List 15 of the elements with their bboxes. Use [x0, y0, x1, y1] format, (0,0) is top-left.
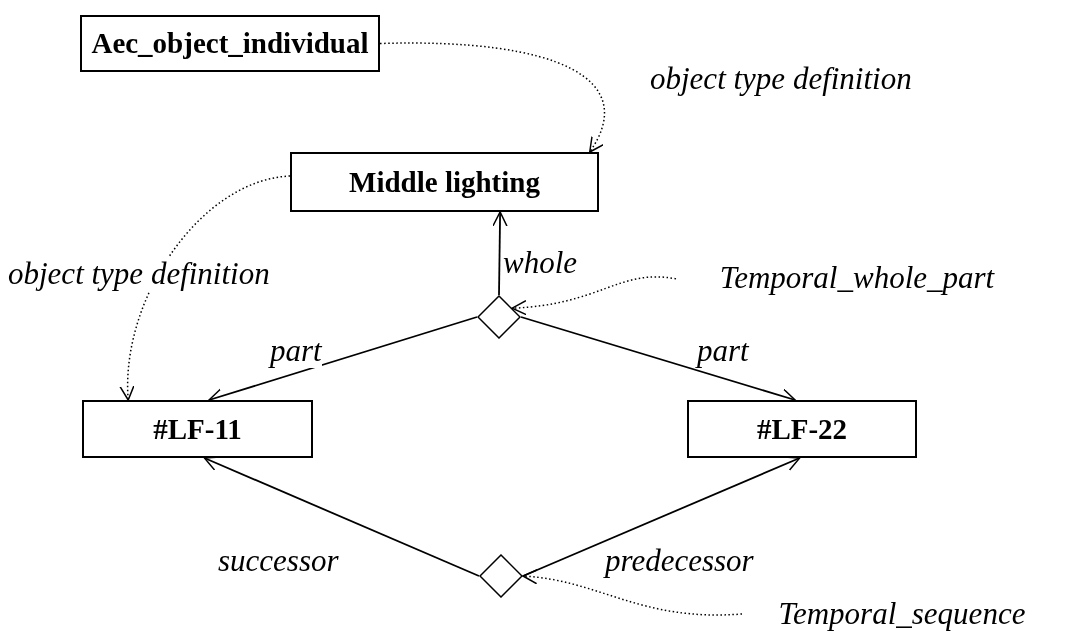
edge-label: object type definition: [8, 257, 270, 292]
entity-box: Middle lighting: [290, 152, 599, 212]
dotted-arrow: [522, 569, 743, 616]
diamond-symbol: [477, 295, 521, 339]
entity-box: #LF-11: [82, 400, 313, 458]
arrow: [522, 456, 801, 577]
relation-type-label: Temporal_whole_part: [676, 256, 1038, 300]
entity-box: #LF-22: [687, 400, 917, 458]
dotted-arrow: [511, 276, 677, 315]
arrow: [203, 456, 480, 577]
relation-type-label: Temporal_sequence: [742, 592, 1062, 636]
arrow: [492, 211, 508, 296]
diamond-symbol: [479, 554, 523, 598]
entity-box: Aec_object_individual: [80, 15, 380, 72]
dotted-arrow: [120, 175, 291, 401]
